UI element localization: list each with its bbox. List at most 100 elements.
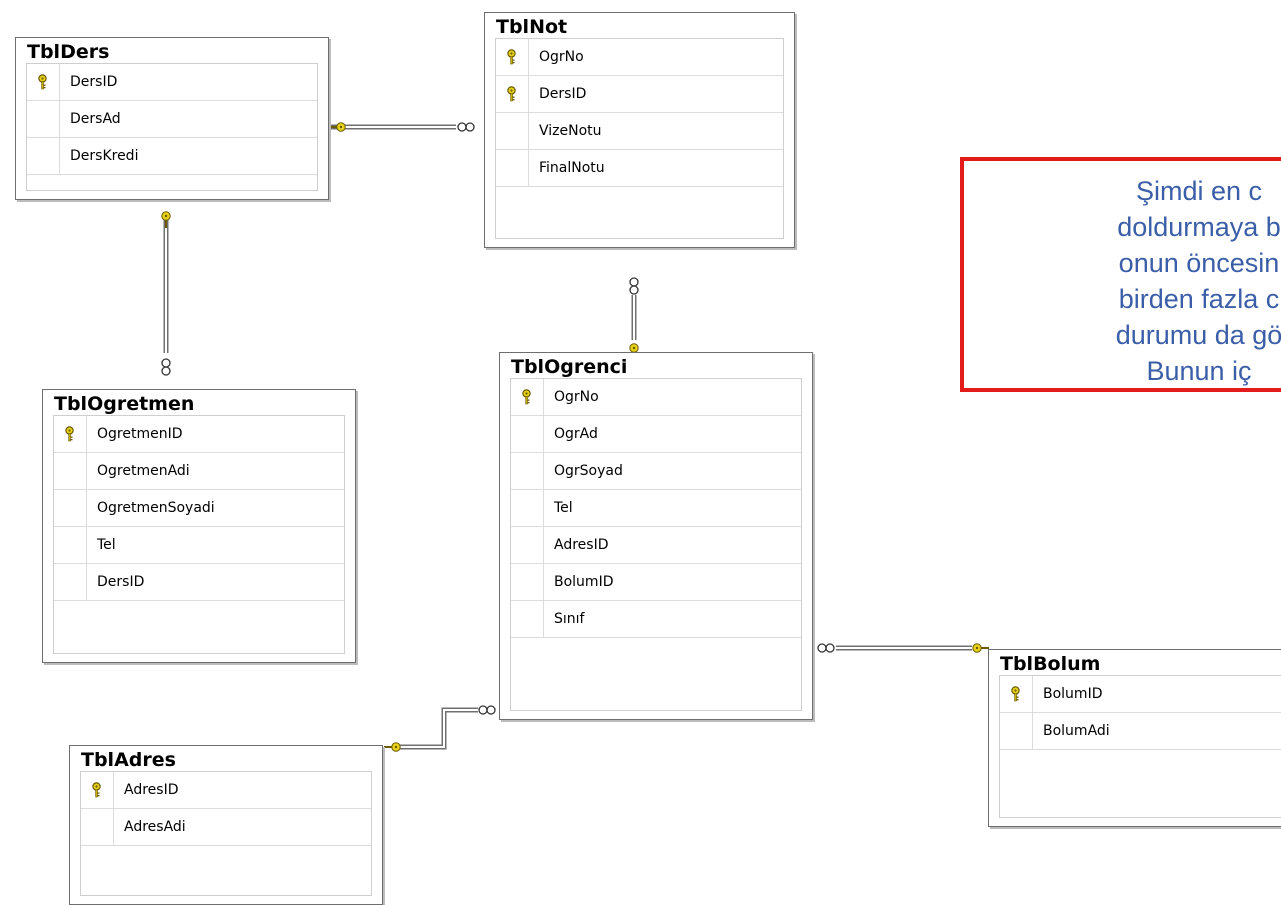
key-icon (507, 49, 516, 65)
column-name: DersAd (70, 111, 121, 127)
empty-row-area (496, 187, 783, 238)
table-title: TblBolum (1000, 653, 1101, 675)
row-selector[interactable] (1000, 713, 1033, 749)
column-row[interactable]: Tel (54, 527, 344, 564)
column-row[interactable]: DersAd (27, 101, 317, 138)
row-selector[interactable] (511, 379, 544, 415)
column-name: VizeNotu (539, 123, 602, 139)
column-row[interactable]: FinalNotu (496, 150, 783, 187)
empty-row-area (1000, 750, 1281, 817)
column-name: OgrNo (539, 49, 584, 65)
row-selector[interactable] (81, 772, 114, 808)
column-row[interactable]: AdresID (81, 772, 371, 809)
column-name: BolumID (1043, 686, 1103, 702)
column-name: BolumAdi (1043, 723, 1110, 739)
key-icon (1011, 686, 1020, 702)
key-icon (92, 782, 101, 798)
column-row[interactable]: DersID (27, 64, 317, 101)
column-name: OgretmenID (97, 426, 183, 442)
table-title: TblOgrenci (511, 356, 628, 378)
rel-ders-not[interactable] (329, 122, 475, 132)
column-row[interactable]: OgrSoyad (511, 453, 801, 490)
column-name: DersID (97, 574, 145, 590)
row-selector[interactable] (54, 490, 87, 526)
key-icon (38, 74, 47, 90)
column-row[interactable]: OgrNo (496, 39, 783, 76)
row-selector[interactable] (1000, 676, 1033, 712)
row-selector[interactable] (511, 527, 544, 563)
table-tbladres[interactable]: TblAdres AdresID AdresAdi (69, 745, 383, 905)
row-selector[interactable] (54, 527, 87, 563)
column-row[interactable]: OgretmenAdi (54, 453, 344, 490)
many-end-infinity-icon (629, 277, 639, 295)
column-name: OgrAd (554, 426, 598, 442)
empty-row-area (81, 846, 371, 895)
column-list: BolumID BolumAdi (999, 675, 1281, 818)
rel-bolum-ogrenci[interactable] (817, 643, 989, 653)
many-end-infinity-icon (161, 358, 171, 376)
row-selector[interactable] (496, 113, 529, 149)
column-row[interactable]: OgretmenID (54, 416, 344, 453)
row-selector[interactable] (27, 138, 60, 174)
column-name: Tel (97, 537, 116, 553)
rel-adres-ogrenci[interactable] (384, 705, 496, 752)
key-icon (65, 426, 74, 442)
annotation-box: Şimdi en c doldurmaya b onun öncesin bir… (960, 157, 1281, 392)
column-row[interactable]: OgrNo (511, 379, 801, 416)
table-title: TblNot (496, 16, 568, 38)
row-selector[interactable] (496, 150, 529, 186)
row-selector[interactable] (511, 490, 544, 526)
column-name: OgretmenAdi (97, 463, 190, 479)
row-selector[interactable] (54, 416, 87, 452)
column-row[interactable]: OgrAd (511, 416, 801, 453)
row-selector[interactable] (496, 39, 529, 75)
column-row[interactable]: DersID (496, 76, 783, 113)
column-row[interactable]: Sınıf (511, 601, 801, 638)
row-selector[interactable] (511, 416, 544, 452)
column-row[interactable]: DersID (54, 564, 344, 601)
one-end-key-icon (329, 122, 346, 132)
table-title: TblAdres (81, 749, 176, 771)
table-title: TblDers (27, 41, 110, 63)
row-selector[interactable] (496, 76, 529, 112)
annotation-text: Şimdi en c doldurmaya b onun öncesin bir… (1115, 176, 1281, 386)
column-name: DersID (70, 74, 118, 90)
column-row[interactable]: Tel (511, 490, 801, 527)
column-row[interactable]: VizeNotu (496, 113, 783, 150)
table-tblbolum[interactable]: TblBolum BolumID BolumAdi (988, 649, 1281, 827)
row-selector[interactable] (511, 564, 544, 600)
column-row[interactable]: AdresAdi (81, 809, 371, 846)
many-end-infinity-icon (457, 122, 475, 132)
column-row[interactable]: DersKredi (27, 138, 317, 175)
row-selector[interactable] (27, 64, 60, 100)
row-selector[interactable] (511, 453, 544, 489)
rel-ogrenci-not[interactable] (629, 277, 639, 360)
column-row[interactable]: BolumID (511, 564, 801, 601)
column-name: BolumID (554, 574, 614, 590)
empty-row-area (511, 638, 801, 710)
many-end-infinity-icon (478, 705, 496, 715)
table-title: TblOgretmen (54, 393, 195, 415)
column-row[interactable]: BolumID (1000, 676, 1281, 713)
rel-ders-ogretmen[interactable] (161, 211, 171, 376)
row-selector[interactable] (511, 601, 544, 637)
column-row[interactable]: OgretmenSoyadi (54, 490, 344, 527)
column-row[interactable]: AdresID (511, 527, 801, 564)
column-row[interactable]: BolumAdi (1000, 713, 1281, 750)
row-selector[interactable] (54, 453, 87, 489)
row-selector[interactable] (27, 101, 60, 137)
row-selector[interactable] (81, 809, 114, 845)
column-list: AdresID AdresAdi (80, 771, 372, 896)
column-name: AdresID (554, 537, 609, 553)
row-selector[interactable] (54, 564, 87, 600)
column-name: AdresAdi (124, 819, 186, 835)
